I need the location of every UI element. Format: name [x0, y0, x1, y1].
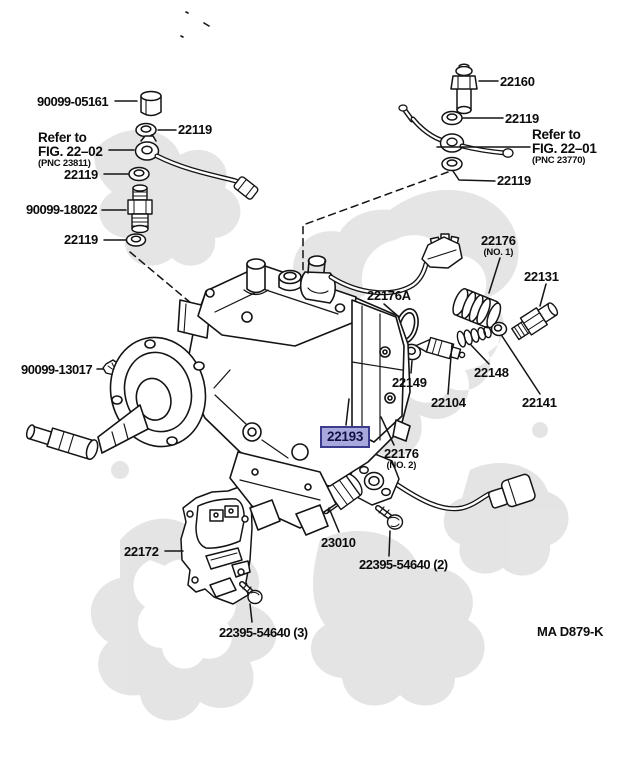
washer-22119-c-drawing — [125, 233, 147, 247]
part-label-22119-5[interactable]: 22119 — [497, 173, 531, 188]
part-label-23010[interactable]: 23010 — [321, 535, 356, 550]
bracket-22172-drawing — [180, 471, 264, 605]
refer-line-2: FIG. 22–02 — [38, 144, 103, 159]
part-label-22160[interactable]: 22160 — [500, 74, 535, 89]
valve-holder-22176-no1-drawing — [452, 287, 502, 329]
spring-22148-drawing — [456, 325, 492, 348]
washer-22119-b-drawing — [128, 166, 150, 182]
figure-code-stamp: MA D879-K — [537, 624, 604, 639]
part-label-90099-05161[interactable]: 90099-05161 — [37, 94, 109, 109]
part-label-22149[interactable]: 22149 — [392, 375, 427, 390]
injection-pump-drawing — [25, 233, 463, 536]
part-label-22176-no2[interactable]: 22176 (NO. 2) — [384, 447, 419, 471]
bolt-22395-54640-2-drawing — [375, 505, 404, 530]
part-label-22395-54640-3[interactable]: 22395-54640 (3) — [219, 625, 308, 640]
part-label-22172[interactable]: 22172 — [124, 544, 159, 559]
fitting-90099-18022-drawing — [127, 184, 153, 234]
bolt-22395-54640-3-drawing — [239, 581, 263, 605]
part-label-22395-54640-2[interactable]: 22395-54640 (2) — [359, 557, 448, 572]
part-label-22176a[interactable]: 22176A — [367, 288, 411, 303]
washer-22119-a-drawing — [135, 122, 157, 138]
part-label-22119-4[interactable]: 22119 — [505, 111, 539, 126]
valve-22104-drawing — [415, 336, 466, 360]
part-label-22104[interactable]: 22104 — [431, 395, 466, 410]
part-label-22176-no1[interactable]: 22176 (NO. 1) — [481, 234, 516, 258]
part-label-22119-2[interactable]: 22119 — [64, 167, 98, 182]
refer-line-2: FIG. 22–01 — [532, 141, 597, 156]
part-label-90099-13017[interactable]: 90099-13017 — [21, 362, 93, 377]
part-number-suffix: (NO. 1) — [483, 247, 514, 258]
refer-line-3: (PNC 23811) — [38, 158, 91, 169]
washer-22119-d-drawing — [441, 110, 463, 126]
part-label-22141[interactable]: 22141 — [522, 395, 557, 410]
part-label-22119-1[interactable]: 22119 — [178, 122, 212, 137]
bolt-22160-drawing — [450, 63, 478, 115]
refer-fig-22-01-link[interactable]: Refer to FIG. 22–01 (PNC 23770) — [532, 128, 597, 166]
washer-22119-e-drawing — [441, 156, 463, 172]
plug-90099-05161-drawing — [140, 90, 162, 117]
refer-line-3: (PNC 23770) — [532, 155, 586, 166]
banjo-union-fig2202-drawing — [134, 135, 160, 161]
refer-fig-22-02-link[interactable]: Refer to FIG. 22–02 (PNC 23811) — [38, 131, 103, 169]
injection-pipe-left-drawing — [154, 153, 259, 200]
part-label-90099-18022[interactable]: 90099-18022 — [26, 202, 98, 217]
fitting-22131-drawing — [511, 302, 559, 341]
part-label-22193[interactable]: 22193 — [320, 426, 371, 448]
part-label-22131[interactable]: 22131 — [524, 269, 559, 284]
part-number: 22176 — [384, 446, 419, 461]
part-label-22119-3[interactable]: 22119 — [64, 232, 98, 247]
ring-22141-drawing — [490, 321, 508, 337]
part-number: 22176 — [481, 233, 516, 248]
leader-lines — [96, 80, 547, 623]
refer-line-1: Refer to — [38, 130, 87, 145]
print-artifacts — [180, 11, 210, 38]
part-number-suffix: (NO. 2) — [386, 460, 417, 471]
part-label-22148[interactable]: 22148 — [474, 365, 509, 380]
refer-line-1: Refer to — [532, 127, 581, 142]
